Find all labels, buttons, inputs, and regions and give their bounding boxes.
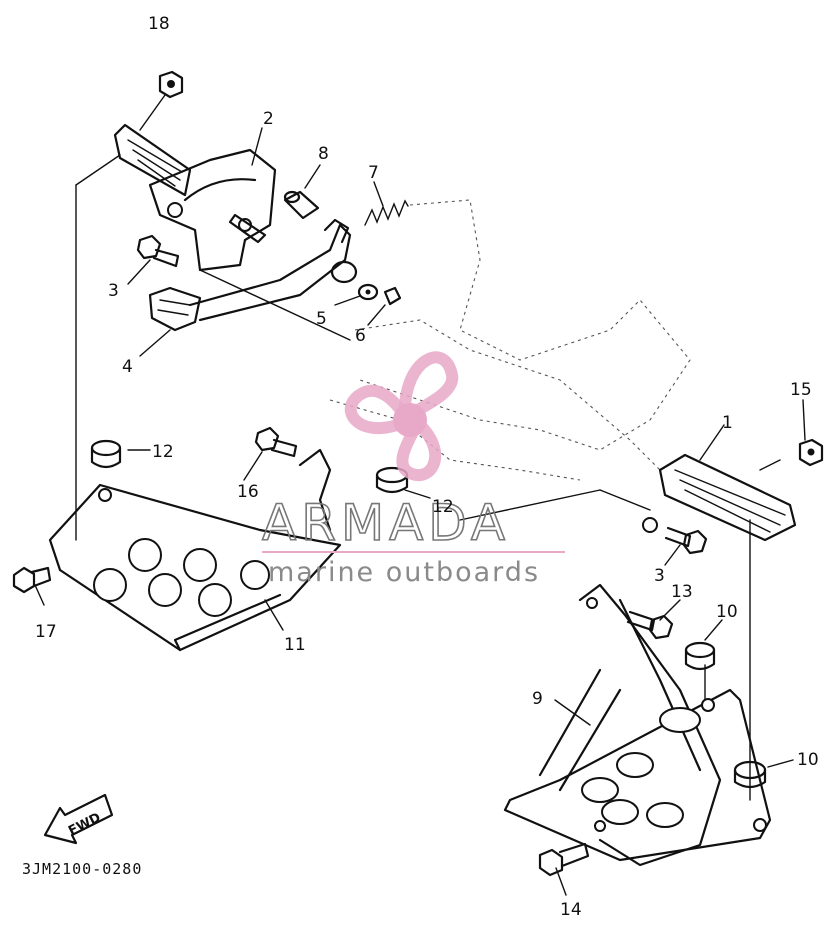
callout-10-upper: 10 (716, 602, 738, 622)
propeller-logo-icon (344, 351, 459, 482)
watermark-title: ARMADA (262, 494, 510, 552)
callout-10-lower: 10 (797, 750, 819, 770)
part-8-pin (283, 190, 320, 220)
callout-2: 2 (263, 109, 274, 129)
part-14-bolt (538, 842, 590, 877)
callout-5: 5 (316, 309, 327, 329)
callout-6: 6 (355, 326, 366, 346)
callout-18: 18 (148, 14, 170, 34)
callout-7: 7 (368, 163, 379, 183)
watermark-subtitle: marine outboards (268, 557, 540, 588)
callout-15: 15 (790, 380, 812, 400)
part-3-bolt-lower (664, 526, 708, 555)
diagram-code: 3JM2100-0280 (22, 860, 142, 878)
part-12-grommet-left (90, 439, 122, 469)
fwd-label: FWD (66, 810, 103, 839)
callout-17: 17 (35, 622, 57, 642)
callout-9: 9 (532, 689, 543, 709)
part-13-bolt (626, 610, 674, 640)
part-6-clip (383, 286, 402, 306)
part-2-rider-footrest (113, 123, 277, 272)
callout-3-upper: 3 (108, 281, 119, 301)
part-9-right-bracket (503, 583, 772, 867)
part-10-grommet-lower (733, 760, 767, 789)
part-7-spring (364, 199, 409, 226)
part-18-nut (158, 70, 184, 99)
callout-12-center: 12 (432, 497, 454, 517)
part-10-grommet-upper (684, 641, 716, 671)
callout-numbers: 18 2 8 7 3 5 6 4 12 16 12 1 15 3 13 10 1… (35, 14, 819, 920)
part-1-passenger-footrest (642, 453, 797, 542)
leader-lines (34, 94, 806, 896)
callout-14: 14 (560, 900, 582, 920)
part-17-bolt (12, 566, 52, 594)
frame-outline (329, 199, 691, 481)
callout-12-left: 12 (152, 442, 174, 462)
callout-13: 13 (671, 582, 693, 602)
part-4-brake-pedal (148, 218, 358, 332)
callout-1: 1 (722, 413, 733, 433)
part-16-bolt (254, 426, 298, 458)
callout-3-lower: 3 (654, 566, 665, 586)
armada-watermark: ARMADA marine outboards (261, 351, 565, 588)
callout-16: 16 (237, 482, 259, 502)
callout-4: 4 (122, 357, 133, 377)
part-15-nut (798, 438, 824, 467)
fwd-arrow-icon: FWD (43, 793, 114, 845)
callout-8: 8 (318, 144, 329, 164)
callout-11: 11 (284, 635, 306, 655)
part-5-washer (357, 283, 379, 301)
part-11-left-heel-guard (48, 448, 342, 652)
part-3-bolt-upper (136, 234, 180, 268)
